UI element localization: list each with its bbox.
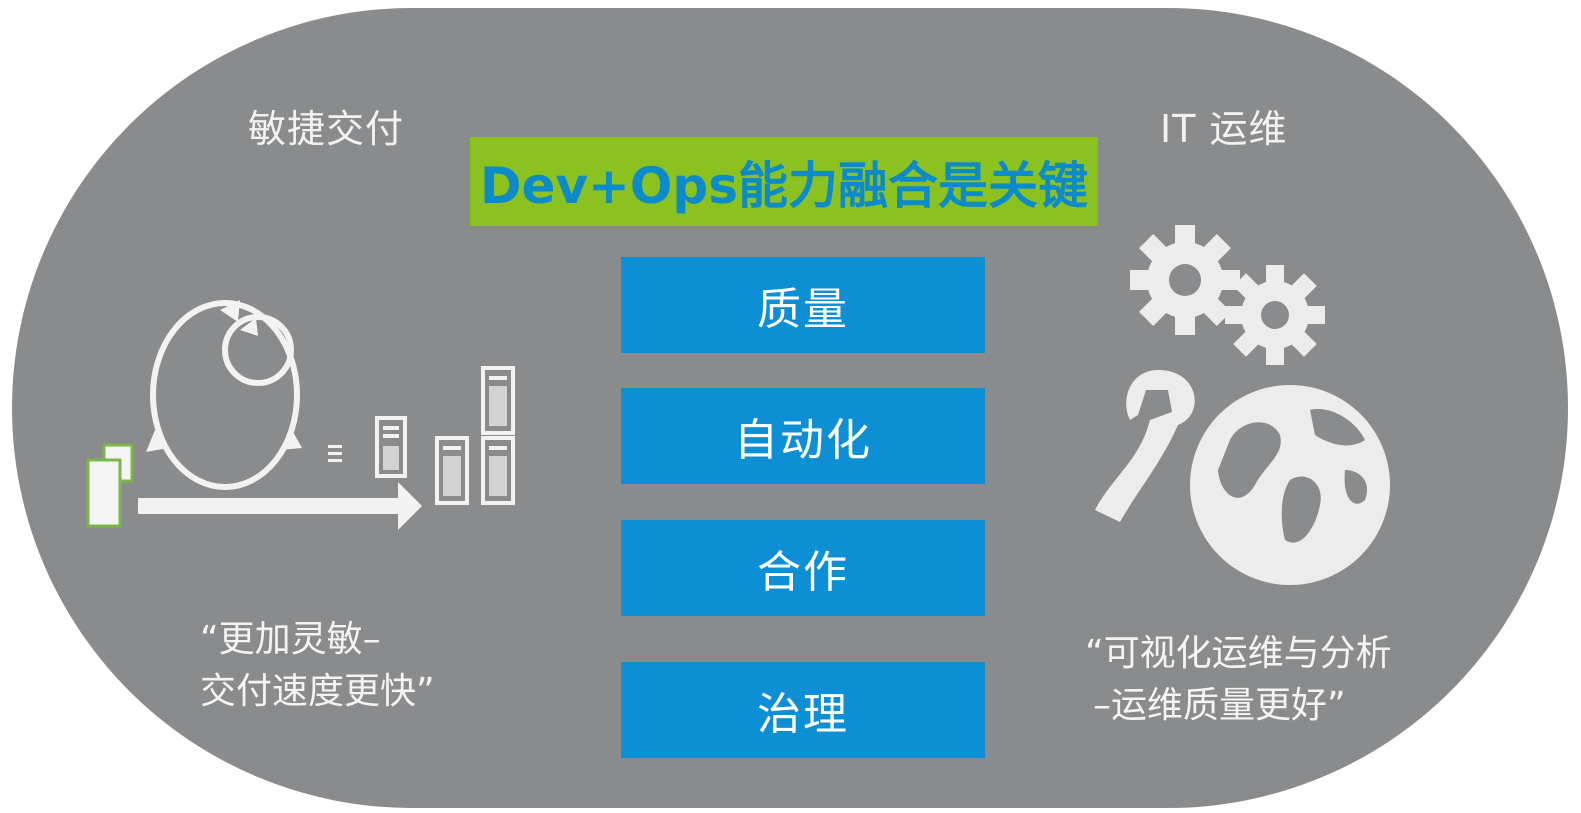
agile-quote-line1: “更加灵敏–: [200, 619, 381, 660]
gears-wrench-globe-icon: [1095, 225, 1390, 585]
pillar-label: 质量: [757, 284, 849, 335]
agile-delivery-title: 敏捷交付: [248, 107, 405, 151]
pillar-label: 合作: [757, 547, 849, 598]
ops-quote: “可视化运维与分析 –运维质量更好”: [1085, 628, 1392, 732]
pillar-label: 自动化: [734, 415, 872, 466]
agile-quote-line2: 交付速度更快”: [200, 671, 435, 712]
pillar-label: 治理: [757, 689, 849, 740]
pillar-automation: 自动化: [621, 388, 985, 484]
agile-quote: “更加灵敏– 交付速度更快”: [200, 614, 435, 718]
banner-text: Dev+Ops能力融合是关键: [480, 156, 1088, 215]
ops-quote-line2: –运维质量更好”: [1093, 685, 1346, 726]
ops-quote-line1: “可视化运维与分析: [1085, 633, 1392, 674]
agile-delivery-cycle-icon: [86, 300, 515, 530]
devops-banner: Dev+Ops能力融合是关键: [470, 137, 1098, 226]
pillar-quality: 质量: [621, 257, 985, 353]
pillar-governance: 治理: [621, 662, 985, 758]
pillar-collaboration: 合作: [621, 520, 985, 616]
it-ops-title: IT 运维: [1160, 107, 1288, 151]
